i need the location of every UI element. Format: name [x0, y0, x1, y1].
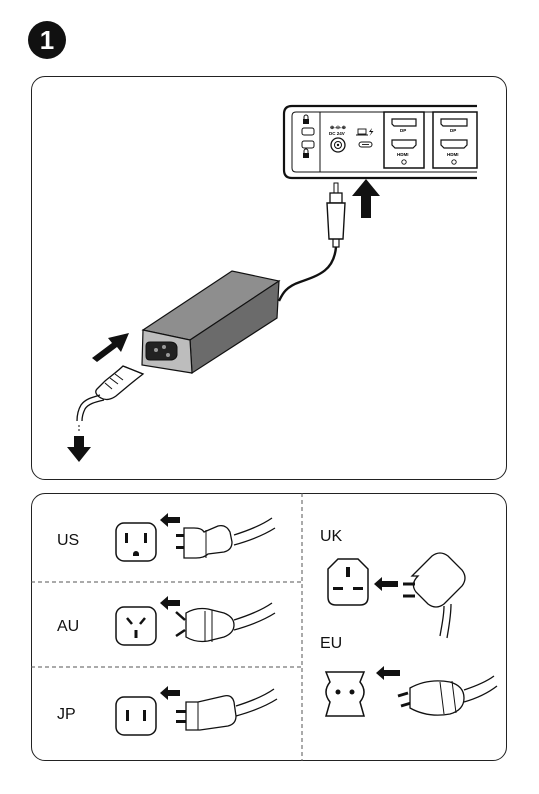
arrow-icon — [160, 596, 180, 610]
arrow-icon — [160, 513, 180, 527]
uk-outlet-and-plug — [328, 553, 465, 638]
eu-outlet-and-plug — [326, 666, 497, 716]
au-outlet-and-plug — [116, 596, 275, 645]
arrow-icon — [160, 686, 180, 700]
us-outlet-and-plug — [116, 513, 275, 561]
arrow-icon — [376, 666, 400, 680]
arrow-icon — [374, 577, 398, 591]
jp-outlet-and-plug — [116, 686, 277, 735]
